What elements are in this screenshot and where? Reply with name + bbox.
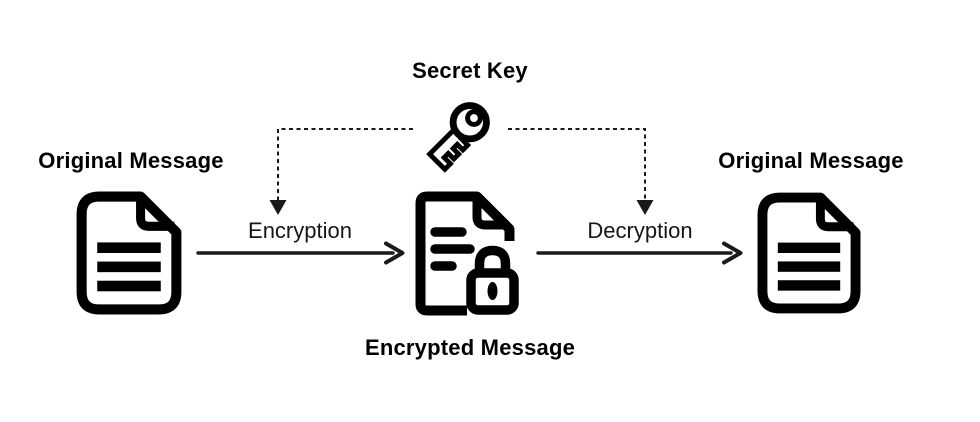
original-message-source-label: Original Message xyxy=(38,148,224,173)
encryption-label: Encryption xyxy=(248,218,352,243)
key-to-decryption-arrowhead-icon xyxy=(636,200,654,215)
key-to-encryption-arrowhead-icon xyxy=(269,200,287,215)
padlock-icon xyxy=(466,245,519,315)
key-to-decryption-connector xyxy=(508,128,646,200)
document-icon xyxy=(76,191,182,315)
encryption-arrow-icon xyxy=(196,241,405,265)
key-icon xyxy=(426,102,490,173)
original-message-destination-label: Original Message xyxy=(718,148,904,173)
decryption-label: Decryption xyxy=(587,218,693,243)
key-to-encryption-connector xyxy=(277,128,413,200)
encrypted-message-label: Encrypted Message xyxy=(364,335,576,360)
locked-document-icon xyxy=(415,191,519,316)
secret-key-label: Secret Key xyxy=(412,58,528,83)
document-icon xyxy=(757,192,861,314)
decryption-arrow-icon xyxy=(536,241,743,265)
